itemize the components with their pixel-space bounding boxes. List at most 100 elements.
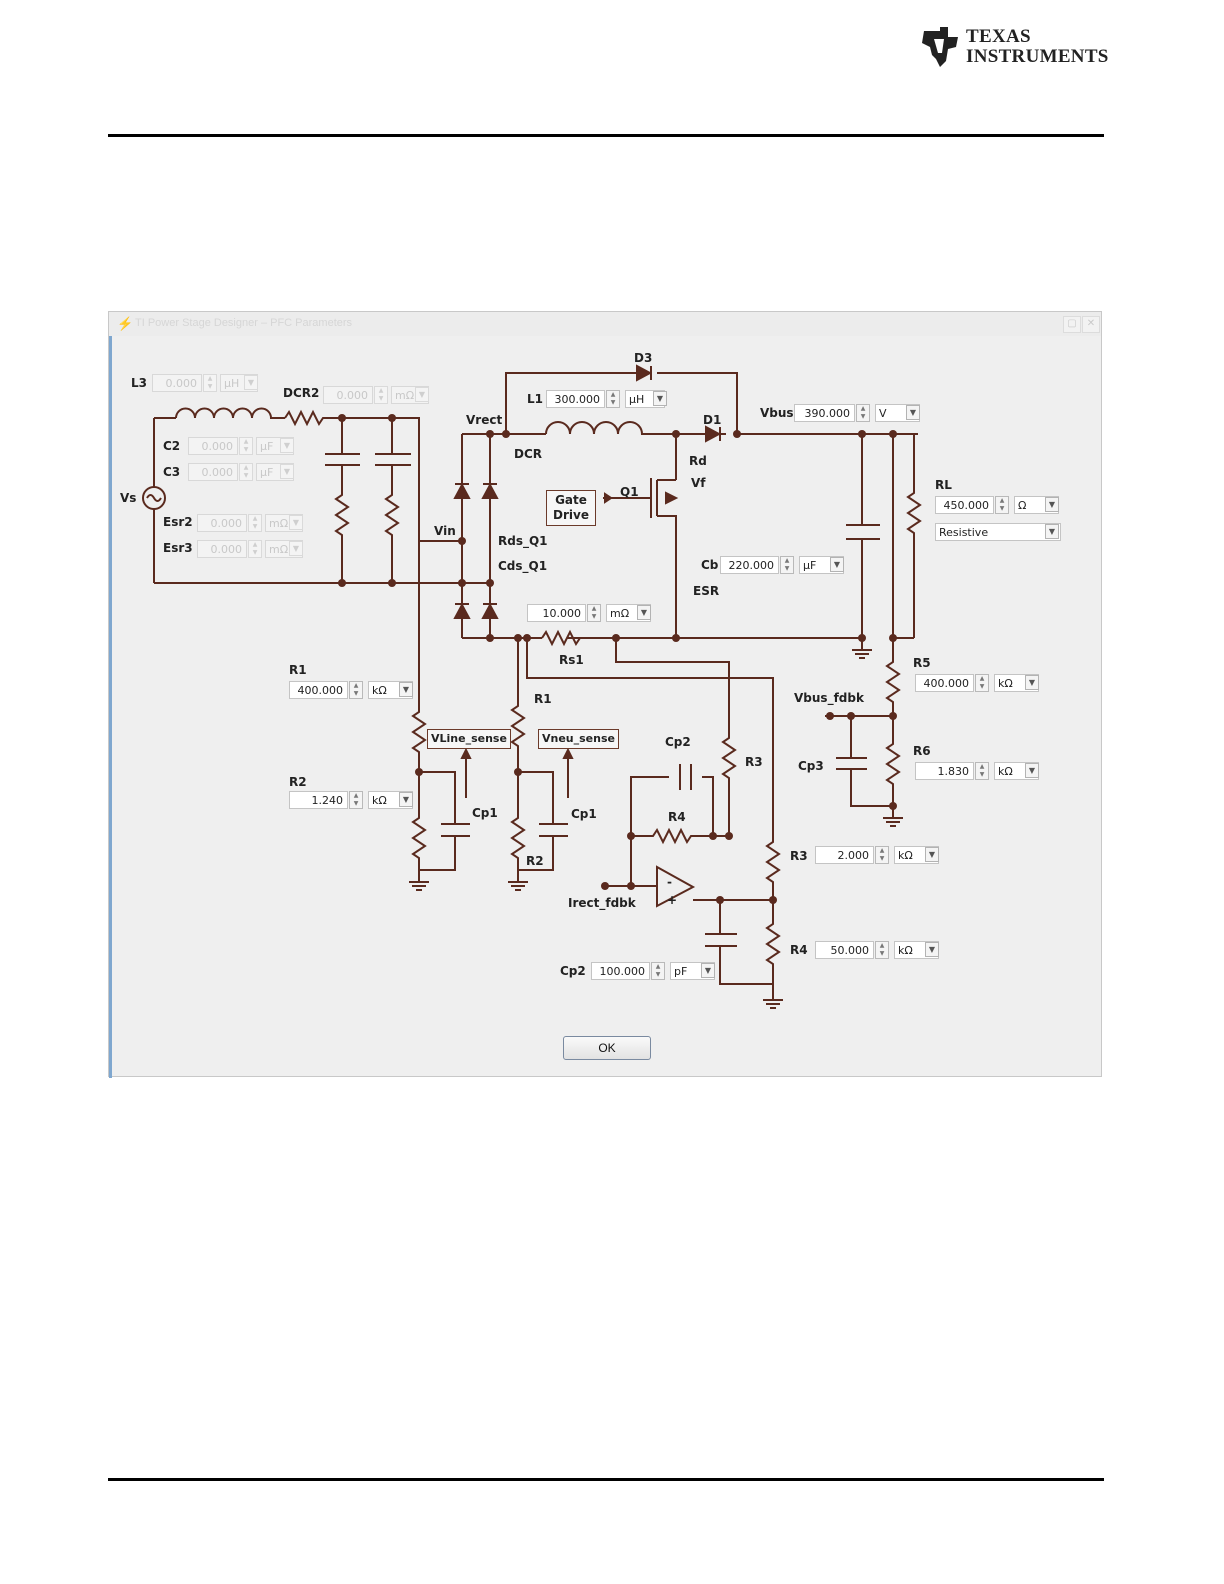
r4-input[interactable]: 50.000 — [815, 941, 874, 959]
r5-spinner[interactable]: ▲▼ — [975, 674, 989, 692]
label-r2-mid: R2 — [526, 854, 544, 868]
ti-logo: TEXAS INSTRUMENTS — [918, 25, 1108, 71]
label-r1-left: R1 — [289, 663, 307, 677]
esr2-spinner[interactable]: ▲▼ — [248, 514, 262, 532]
l1-unit-dropdown[interactable]: ▼ — [653, 391, 667, 406]
logo-line2: INSTRUMENTS — [966, 46, 1109, 67]
logo-line1: TEXAS — [966, 26, 1031, 47]
r2-input[interactable]: 1.240 — [289, 791, 348, 809]
ok-button[interactable]: OK — [563, 1036, 651, 1060]
label-dcr: DCR — [514, 447, 542, 461]
label-c2: C2 — [163, 439, 180, 453]
window-left-border — [109, 336, 112, 1078]
label-r3-top: R3 — [745, 755, 763, 769]
label-vs: Vs — [120, 491, 136, 505]
c3-spinner[interactable]: ▲▼ — [239, 463, 253, 481]
cb-spinner[interactable]: ▲▼ — [780, 556, 794, 574]
label-r3: R3 — [790, 849, 808, 863]
l3-spinner[interactable]: ▲▼ — [203, 374, 217, 392]
label-l3: L3 — [131, 376, 147, 390]
label-cp1-a: Cp1 — [472, 806, 498, 820]
window-title: TI Power Stage Designer – PFC Parameters — [135, 317, 353, 329]
vbus-spinner[interactable]: ▲▼ — [856, 404, 870, 422]
opamp-plus: + — [667, 893, 677, 907]
l3-unit-dropdown[interactable]: ▼ — [244, 375, 258, 390]
r1-unit-dropdown[interactable]: ▼ — [399, 682, 413, 697]
rl-spinner[interactable]: ▲▼ — [995, 496, 1009, 514]
label-r1-mid: R1 — [534, 692, 552, 706]
cp2-spinner[interactable]: ▲▼ — [651, 962, 665, 980]
rs1-unit-dropdown[interactable]: ▼ — [637, 605, 651, 620]
label-vrect: Vrect — [466, 413, 502, 427]
l1-input[interactable]: 300.000 — [546, 390, 605, 408]
r1-input[interactable]: 400.000 — [289, 681, 348, 699]
label-d3: D3 — [634, 351, 652, 365]
r4-spinner[interactable]: ▲▼ — [875, 941, 889, 959]
r6-unit-dropdown[interactable]: ▼ — [1025, 763, 1039, 778]
label-vbus-fdbk: Vbus_fdbk — [794, 691, 865, 706]
esr3-unit-dropdown[interactable]: ▼ — [289, 541, 303, 556]
c3-unit-dropdown[interactable]: ▼ — [280, 464, 294, 479]
rl-input[interactable]: 450.000 — [935, 496, 994, 514]
label-vin: Vin — [434, 524, 456, 538]
r5-input[interactable]: 400.000 — [915, 674, 974, 692]
close-button[interactable]: ✕ — [1082, 316, 1100, 333]
cp2-input[interactable]: 100.000 — [591, 962, 650, 980]
rl-type-dropdown[interactable]: ▼ — [1045, 524, 1059, 539]
window-titlebar[interactable]: ⚡ TI Power Stage Designer – PFC Paramete… — [109, 312, 1101, 336]
label-r4-top: R4 — [668, 810, 686, 824]
label-cds-q1: Cds_Q1 — [498, 559, 547, 574]
r3-input[interactable]: 2.000 — [815, 846, 874, 864]
footer-rule — [108, 1478, 1104, 1481]
r3-unit-dropdown[interactable]: ▼ — [925, 847, 939, 862]
opamp-minus: - — [667, 875, 672, 889]
r1-spinner[interactable]: ▲▼ — [349, 681, 363, 699]
c3-input[interactable]: 0.000 — [188, 463, 238, 481]
r2-unit-dropdown[interactable]: ▼ — [399, 792, 413, 807]
esr3-spinner[interactable]: ▲▼ — [248, 540, 262, 558]
r3-spinner[interactable]: ▲▼ — [875, 846, 889, 864]
ti-state-icon — [922, 27, 958, 67]
r6-spinner[interactable]: ▲▼ — [975, 762, 989, 780]
vbus-input[interactable]: 390.000 — [794, 404, 855, 422]
esr2-unit-dropdown[interactable]: ▼ — [289, 515, 303, 530]
maximize-button[interactable]: ▢ — [1063, 316, 1081, 333]
r6-input[interactable]: 1.830 — [915, 762, 974, 780]
vneu-sense-node: Vneu_sense — [538, 729, 619, 749]
dcr2-unit-dropdown[interactable]: ▼ — [415, 387, 429, 402]
esr2-input[interactable]: 0.000 — [197, 514, 247, 532]
header-rule — [108, 134, 1104, 137]
vline-sense-node: VLine_sense — [427, 729, 511, 749]
rl-type-value[interactable]: Resistive — [935, 523, 1061, 541]
label-rl: RL — [935, 478, 952, 492]
gate-drive-block: Gate Drive — [546, 490, 596, 526]
esr3-input[interactable]: 0.000 — [197, 540, 247, 558]
rl-unit-dropdown[interactable]: ▼ — [1045, 497, 1059, 512]
l1-spinner[interactable]: ▲▼ — [606, 390, 620, 408]
label-rs1: Rs1 — [559, 653, 584, 667]
rs1-spinner[interactable]: ▲▼ — [587, 604, 601, 622]
label-r6: R6 — [913, 744, 931, 758]
label-cp2: Cp2 — [560, 964, 586, 978]
dcr2-spinner[interactable]: ▲▼ — [374, 386, 388, 404]
label-rds-q1: Rds_Q1 — [498, 534, 548, 549]
l3-input[interactable]: 0.000 — [152, 374, 202, 392]
label-esr2: Esr2 — [163, 515, 193, 529]
label-r5: R5 — [913, 656, 931, 670]
dcr2-input[interactable]: 0.000 — [323, 386, 373, 404]
cp2-unit-dropdown[interactable]: ▼ — [701, 963, 715, 978]
r4-unit-dropdown[interactable]: ▼ — [925, 942, 939, 957]
cb-input[interactable]: 220.000 — [720, 556, 779, 574]
label-q1: Q1 — [620, 485, 639, 499]
c2-spinner[interactable]: ▲▼ — [239, 437, 253, 455]
vbus-unit-dropdown[interactable]: ▼ — [906, 405, 920, 420]
cb-unit-dropdown[interactable]: ▼ — [830, 557, 844, 572]
rs1-input[interactable]: 10.000 — [527, 604, 586, 622]
c2-unit-dropdown[interactable]: ▼ — [280, 438, 294, 453]
c2-input[interactable]: 0.000 — [188, 437, 238, 455]
label-cp2-top: Cp2 — [665, 735, 691, 749]
r5-unit-dropdown[interactable]: ▼ — [1025, 675, 1039, 690]
rl-type-select[interactable]: Resistive ▼ — [935, 523, 1061, 542]
label-r2-left: R2 — [289, 775, 307, 789]
r2-spinner[interactable]: ▲▼ — [349, 791, 363, 809]
